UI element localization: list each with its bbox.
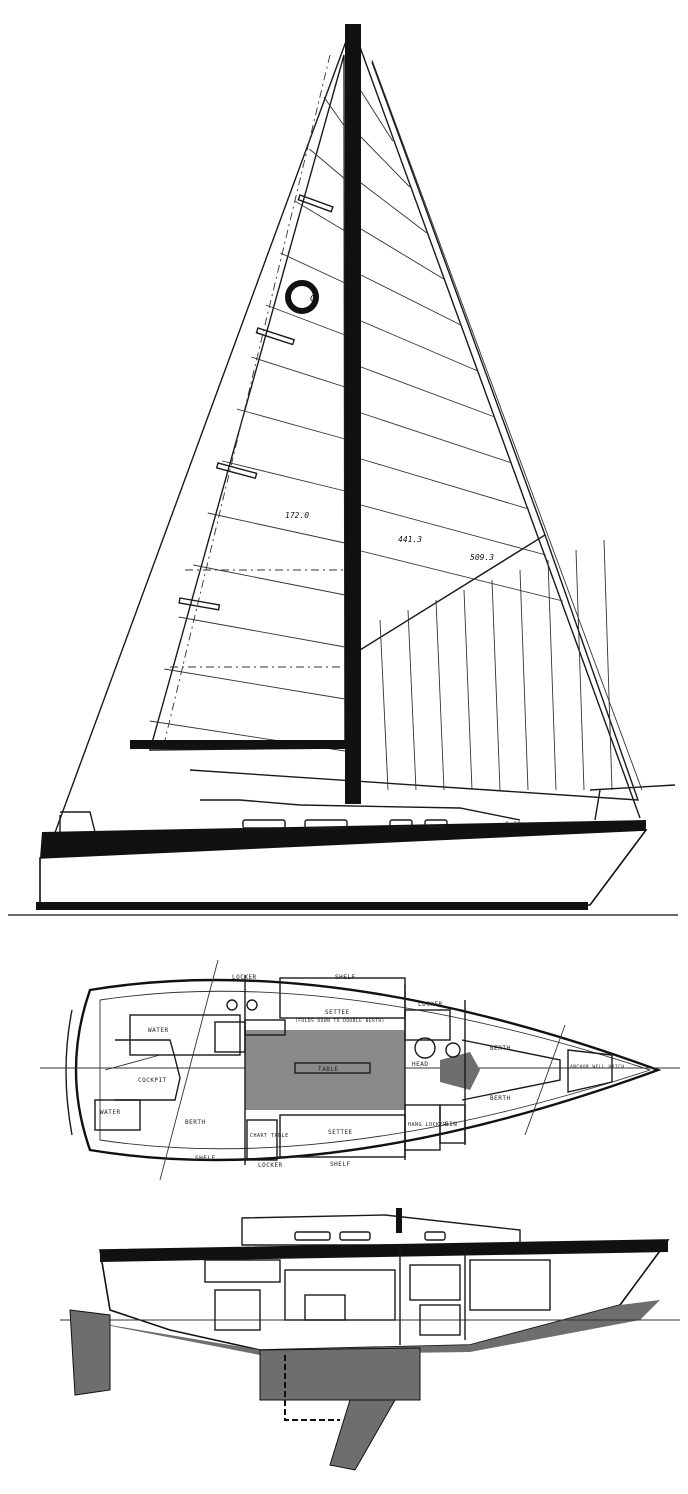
genoa-seam [360, 182, 428, 234]
cabin-sole [245, 1030, 405, 1110]
svg-text:LOCKER: LOCKER [258, 1162, 283, 1169]
swing-keel [329, 1399, 396, 1471]
genoa [189, 534, 640, 801]
station-line-fwd [524, 1024, 566, 1136]
cabin-trunk [241, 1214, 521, 1246]
mainsail-panels [149, 96, 346, 752]
svg-text:ANCHOR WELL HATCH: ANCHOR WELL HATCH [570, 1064, 625, 1070]
mainsail-seam [236, 408, 346, 440]
svg-text:SETTEE: SETTEE [325, 1009, 350, 1016]
svg-text:BERTH: BERTH [490, 1095, 511, 1102]
svg-text:LOCKER: LOCKER [232, 974, 257, 981]
interior-joinery [204, 1245, 551, 1345]
mainsail-seam [193, 564, 346, 596]
mast [345, 24, 361, 804]
svg-text:HANG LOCKER: HANG LOCKER [408, 1122, 447, 1128]
genoa-seam [379, 619, 389, 791]
genoa-seam [491, 579, 501, 791]
main-area-label: 172.0 [285, 511, 309, 520]
svg-text:WATER: WATER [100, 1109, 121, 1116]
genoa-seam [360, 550, 563, 602]
svg-text:LOCKER: LOCKER [418, 1001, 443, 1008]
hull-profile: C-30 [8, 784, 678, 916]
jib-luff [371, 59, 643, 791]
mainsail-seam [265, 304, 346, 336]
svg-text:TABLE: TABLE [318, 1066, 339, 1073]
backstay [41, 24, 353, 869]
mainsail-seam [207, 512, 346, 544]
accommodation-plan: LOCKER SHELF SETTEE (FOLDS DOWN TO DOUBL… [40, 959, 680, 1181]
mainsail-seam [280, 252, 346, 284]
svg-text:HEAD: HEAD [412, 1061, 428, 1068]
genoa-seam [360, 504, 546, 556]
genoa-seam [407, 609, 417, 791]
inboard-profile [60, 1208, 680, 1471]
svg-text:C-30: C-30 [505, 821, 521, 828]
svg-text:SHELF: SHELF [335, 974, 356, 981]
keel-stub [259, 1347, 421, 1401]
genoa-leech [359, 61, 546, 651]
svg-text:COCKPIT: COCKPIT [138, 1077, 167, 1084]
mainsail-seam [222, 460, 346, 492]
genoa-seam [519, 569, 529, 791]
svg-text:CHART TABLE: CHART TABLE [250, 1133, 289, 1139]
station-line-aft [159, 959, 219, 1181]
mainsail-seam [178, 616, 346, 648]
sail-plan: C 172.0 441.3 509.3 C-30 [8, 24, 678, 916]
forestay [351, 24, 641, 819]
sail-centerline [164, 54, 331, 741]
boom [130, 740, 358, 749]
genoa-seam [360, 228, 444, 280]
genoa-seam [360, 366, 495, 418]
svg-text:SETTEE: SETTEE [328, 1129, 353, 1136]
svg-text:(FOLDS DOWN TO DOUBLE BERTH): (FOLDS DOWN TO DOUBLE BERTH) [295, 1018, 385, 1024]
genoa-seam [603, 539, 613, 791]
mainsail-seam [309, 148, 346, 180]
class-insignia: C [285, 280, 319, 314]
mainsail-seam [164, 668, 346, 700]
mainsail [149, 54, 346, 751]
svg-text:WATER: WATER [148, 1027, 169, 1034]
genoa-seam [360, 412, 512, 464]
svg-text:BIN: BIN [445, 1121, 457, 1128]
genoa-seam [360, 320, 478, 372]
genoa-seam [435, 599, 445, 791]
genoa-seam [360, 136, 411, 188]
jib-area-label: 441.3 [398, 535, 422, 544]
svg-text:SHELF: SHELF [330, 1161, 351, 1168]
svg-text:BERTH: BERTH [490, 1045, 511, 1052]
genoa-seam [463, 589, 473, 791]
genoa-area-label: 509.3 [470, 553, 494, 562]
genoa-seam [360, 274, 461, 326]
rudder [69, 1309, 111, 1396]
genoa-seam [547, 559, 557, 791]
genoa-seam [360, 90, 394, 142]
mainsail-seam [323, 96, 346, 128]
svg-text:BERTH: BERTH [185, 1119, 206, 1126]
genoa-seam [360, 458, 529, 510]
genoa-seam [575, 549, 585, 791]
battens [178, 194, 334, 611]
genoa-panels [360, 90, 613, 791]
mainsail-seam [294, 200, 346, 232]
mainsail-seam [251, 356, 346, 388]
svg-text:SHELF: SHELF [195, 1155, 216, 1162]
svg-text:C: C [310, 294, 315, 303]
